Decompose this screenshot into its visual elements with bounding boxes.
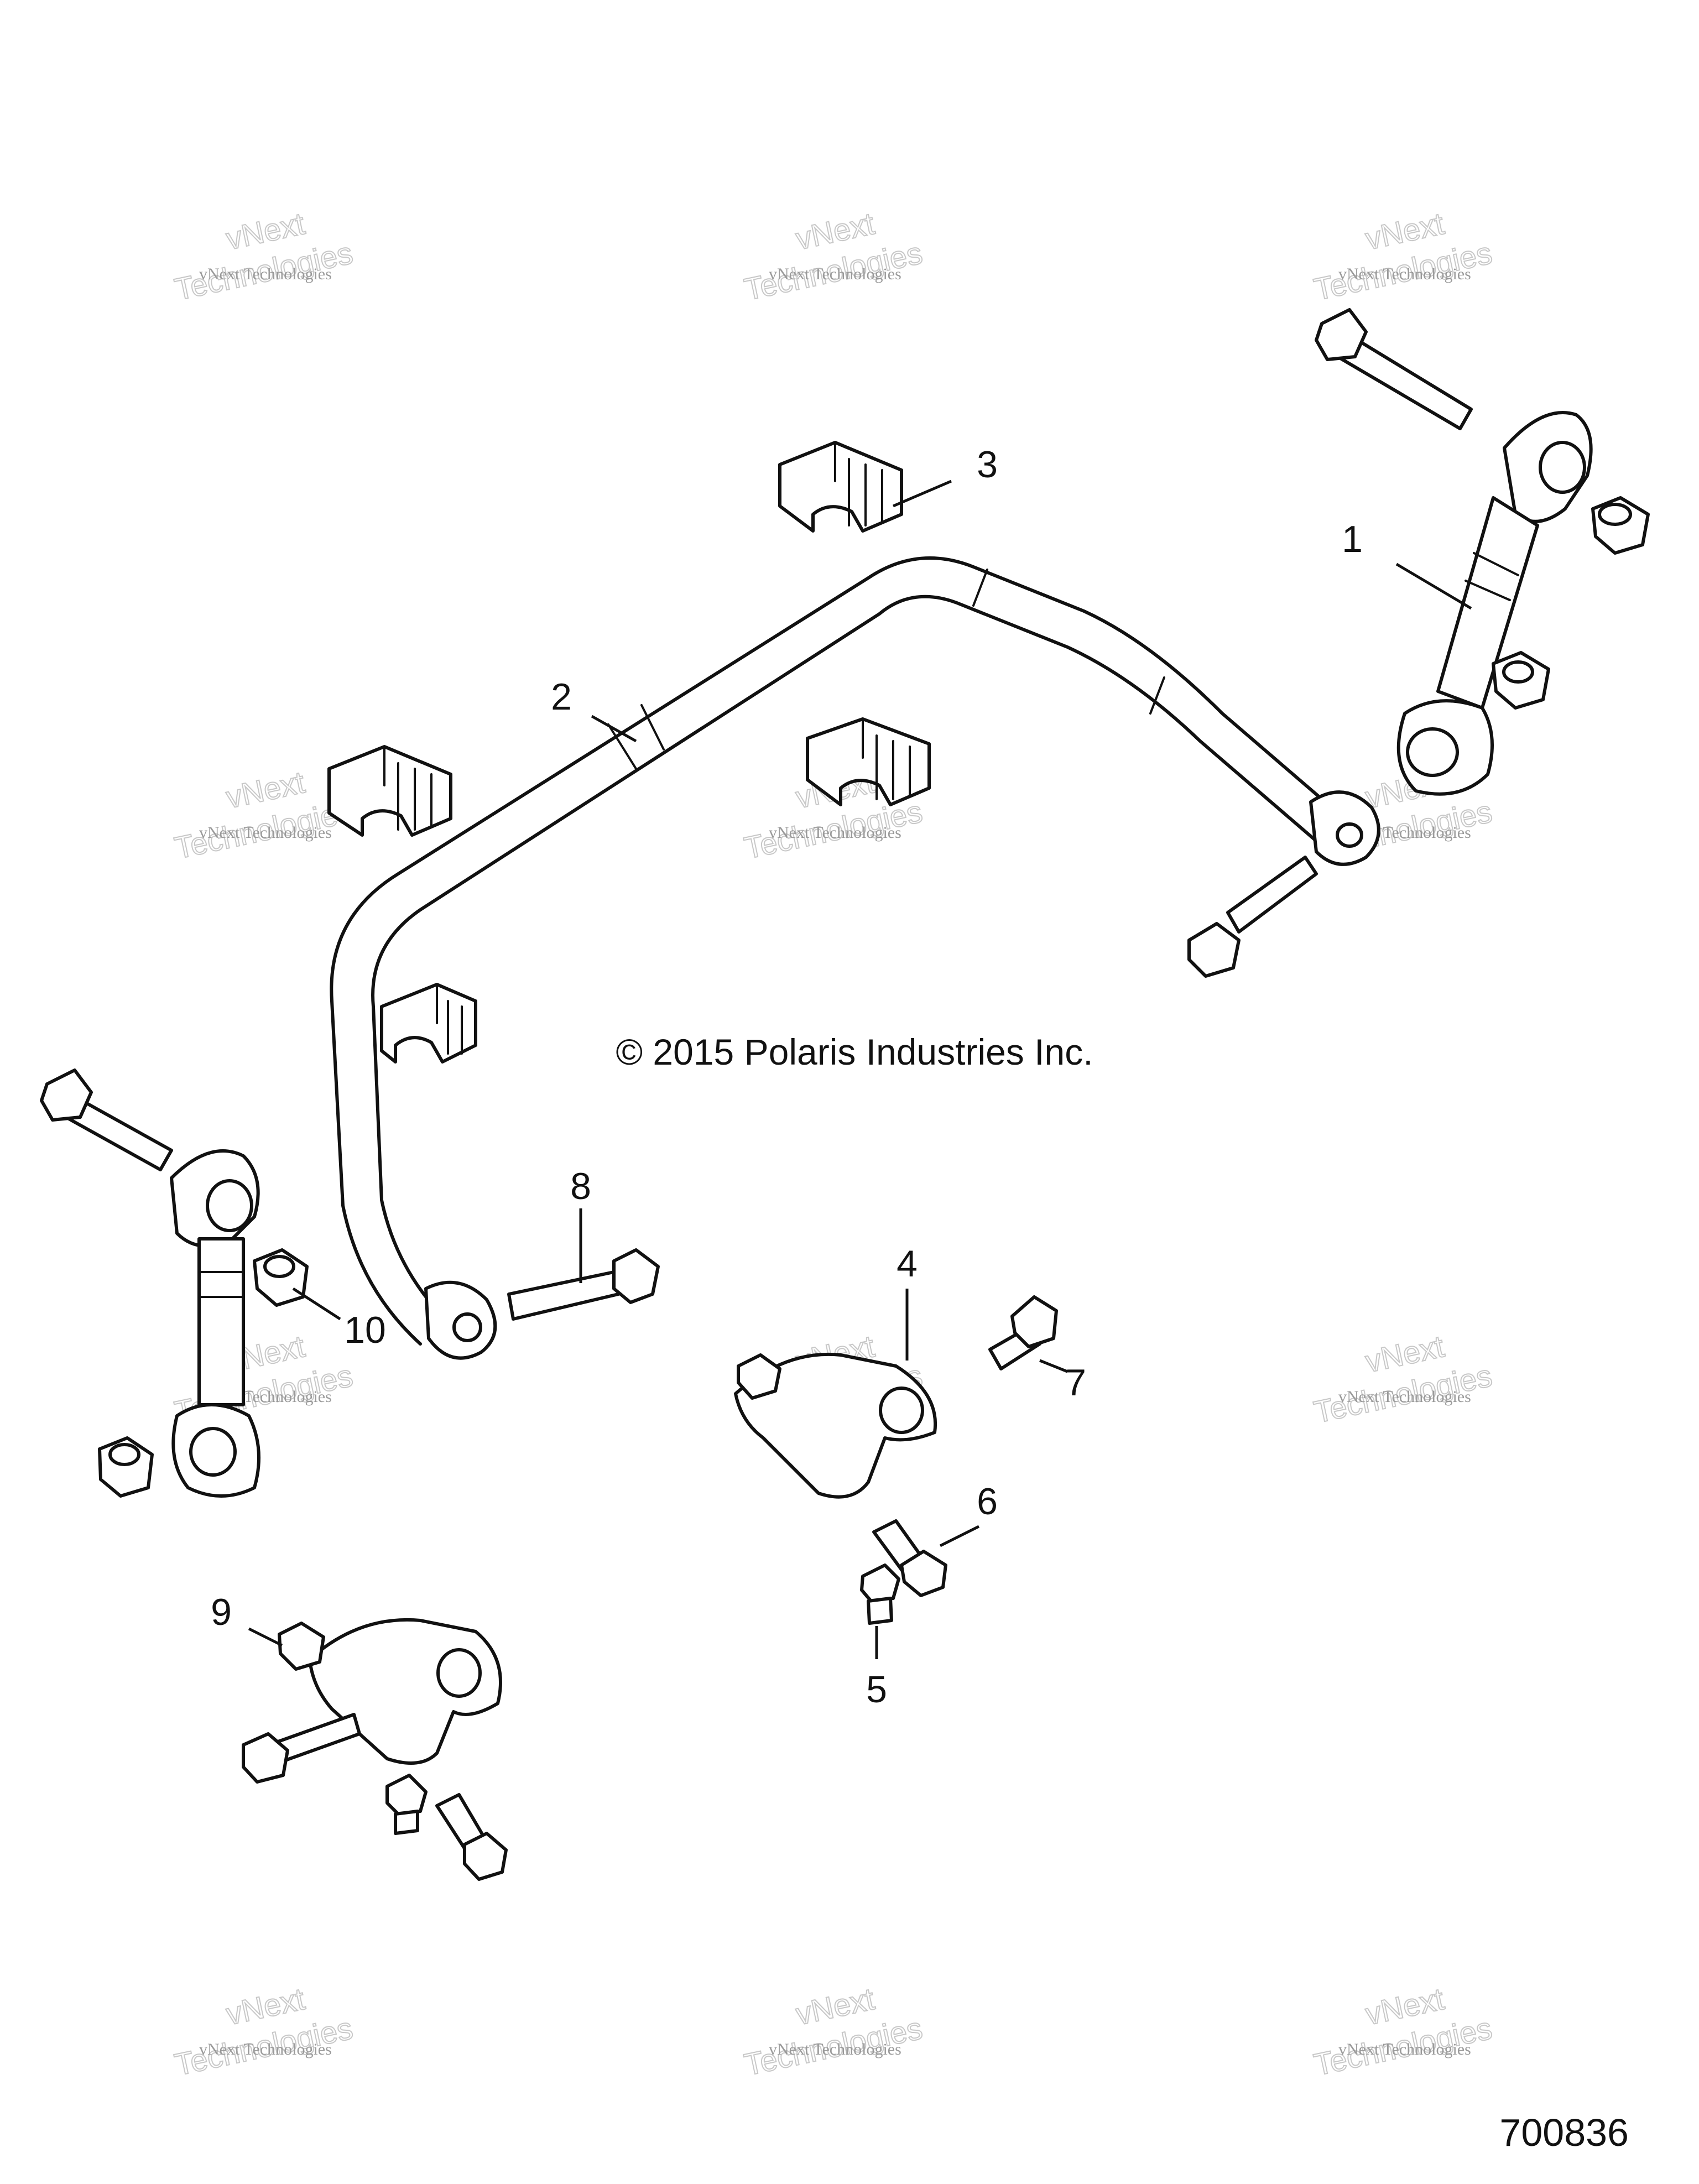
watermark-small: vNext Technologies [769, 2040, 901, 2058]
callout-leaders [248, 479, 1472, 1659]
bolt [507, 1248, 660, 1321]
watermark-small: vNext Technologies [769, 265, 901, 283]
nut [98, 1436, 154, 1498]
stabilizer-bar [330, 556, 1380, 1360]
bolt [1187, 856, 1318, 978]
watermark-small: vNext Technologies [199, 265, 332, 283]
nut [1591, 496, 1650, 555]
bushing [778, 441, 903, 533]
watermark-small: vNext Technologies [769, 823, 901, 842]
watermark-small: vNext Technologies [199, 823, 332, 842]
callout-7: 7 [1065, 1362, 1086, 1404]
callout-10: 10 [344, 1309, 386, 1351]
bolt [988, 1295, 1058, 1370]
bushing [806, 717, 931, 806]
callout-9: 9 [211, 1591, 232, 1633]
callout-8: 8 [570, 1165, 591, 1207]
bolt [435, 1793, 508, 1881]
grease-fitting [860, 1563, 900, 1625]
callout-4: 4 [897, 1243, 918, 1285]
link-right [1315, 308, 1593, 796]
callout-2: 2 [551, 676, 572, 718]
callout-labels: 1 2 3 4 5 6 7 8 9 10 [211, 444, 1363, 1711]
nut [1492, 651, 1550, 710]
watermark-small: vNext Technologies [199, 2040, 332, 2058]
drawing-number: 700836 [1499, 2111, 1629, 2154]
watermark-small: vNext Technologies [1338, 265, 1471, 283]
grease-fitting [385, 1774, 428, 1835]
callout-3: 3 [977, 444, 998, 486]
nut [278, 1622, 325, 1671]
bushing [380, 983, 477, 1064]
bolt [242, 1713, 361, 1784]
link-left [40, 1068, 260, 1498]
watermark-small: vNext Technologies [1338, 1388, 1471, 1406]
watermark-small: vNext Technologies [1338, 2040, 1471, 2058]
nut [253, 1248, 309, 1307]
bolt [872, 1519, 947, 1597]
clamp-bracket [734, 1352, 937, 1499]
callout-5: 5 [866, 1669, 887, 1711]
bushing [327, 745, 452, 837]
callout-1: 1 [1342, 518, 1363, 560]
copyright-notice: © 2015 Polaris Industries Inc. [616, 1031, 1093, 1072]
callout-6: 6 [977, 1481, 998, 1523]
